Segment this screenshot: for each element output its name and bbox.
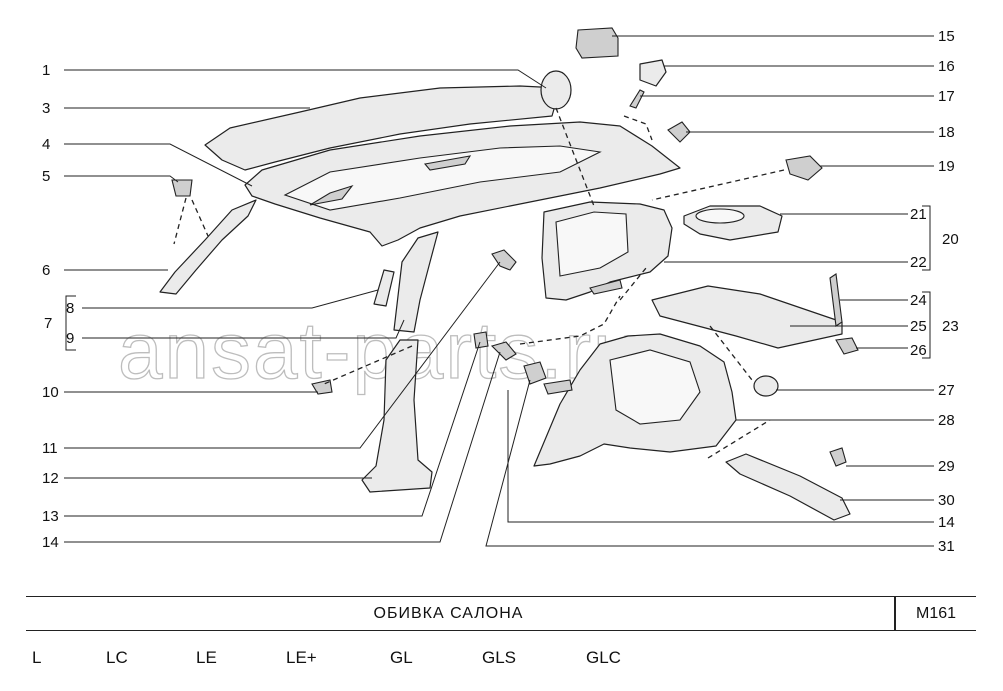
callout-22: 22 bbox=[910, 254, 927, 271]
callout-21: 21 bbox=[910, 206, 927, 223]
callout-14-left: 14 bbox=[42, 534, 59, 551]
fastener-11 bbox=[491, 249, 517, 271]
callout-30: 30 bbox=[938, 492, 955, 509]
clip-19 bbox=[785, 155, 823, 181]
trim-level-gls: GLS bbox=[482, 648, 517, 667]
diagram-code: М161 bbox=[915, 605, 957, 622]
dome-light-cover bbox=[540, 70, 572, 110]
cap-31 bbox=[523, 361, 547, 385]
trim-level-le: LE bbox=[196, 648, 217, 667]
callout-26: 26 bbox=[910, 342, 927, 359]
trim-strip-9 bbox=[393, 231, 439, 333]
parts-diagram: ansat-parts.ru bbox=[42, 27, 959, 555]
callout-1: 1 bbox=[42, 62, 50, 79]
sill-strip-30 bbox=[725, 453, 851, 521]
assembly-dashes bbox=[173, 107, 785, 459]
callout-25: 25 bbox=[910, 318, 927, 335]
fastener-13 bbox=[473, 331, 489, 349]
title-bar: ОБИВКА САЛОНА М161 bbox=[26, 596, 976, 631]
callout-9: 9 bbox=[66, 330, 74, 347]
fastener-26 bbox=[835, 337, 859, 355]
roof-headliner bbox=[204, 85, 681, 247]
front-pillar-trim bbox=[159, 199, 257, 295]
clip-5 bbox=[171, 179, 193, 197]
cap-27 bbox=[753, 375, 779, 397]
diagram-title: ОБИВКА САЛОНА bbox=[373, 605, 524, 622]
screw-10 bbox=[311, 379, 333, 395]
callout-31: 31 bbox=[938, 538, 955, 555]
callout-3: 3 bbox=[42, 100, 50, 117]
trim-level-l: L bbox=[32, 648, 42, 667]
trim-level-gl: GL bbox=[390, 648, 413, 667]
rear-quarter-upper-trim bbox=[541, 201, 673, 301]
callout-13: 13 bbox=[42, 508, 59, 525]
trim-strip-8 bbox=[373, 269, 395, 307]
callout-4: 4 bbox=[42, 136, 50, 153]
screw-29 bbox=[829, 447, 847, 467]
parcel-shelf bbox=[651, 285, 843, 349]
shelf-strap-24 bbox=[829, 273, 843, 327]
leader-lines bbox=[64, 35, 934, 547]
screw-14b bbox=[543, 379, 573, 395]
callout-24: 24 bbox=[910, 292, 927, 309]
tray-opening bbox=[695, 208, 745, 224]
callout-8: 8 bbox=[66, 300, 74, 317]
callout-11: 11 bbox=[42, 440, 58, 457]
trim-level-lc: LC bbox=[106, 648, 128, 667]
callout-27: 27 bbox=[938, 382, 955, 399]
callout-14-right: 14 bbox=[938, 514, 955, 531]
trim-level-le-plus: LE+ bbox=[286, 648, 317, 667]
trim-level-glc: GLC bbox=[586, 648, 621, 667]
callout-20: 20 bbox=[942, 231, 959, 248]
callout-6: 6 bbox=[42, 262, 50, 279]
foam-block-15 bbox=[575, 27, 619, 59]
callout-17: 17 bbox=[938, 88, 955, 105]
callout-23: 23 bbox=[942, 318, 959, 335]
rear-side-lower-trim bbox=[533, 333, 737, 467]
center-pillar-trim bbox=[361, 339, 433, 493]
callout-19: 19 bbox=[938, 158, 955, 175]
watermark: ansat-parts.ru bbox=[118, 306, 640, 395]
callout-18: 18 bbox=[938, 124, 955, 141]
screw-17 bbox=[629, 89, 645, 109]
callout-16: 16 bbox=[938, 58, 955, 75]
title-divider bbox=[894, 597, 896, 630]
hook-16 bbox=[639, 59, 667, 87]
callout-5: 5 bbox=[42, 168, 50, 185]
fastener-14a bbox=[490, 341, 517, 361]
callout-7: 7 bbox=[44, 315, 52, 332]
callout-15: 15 bbox=[938, 28, 955, 45]
callout-29: 29 bbox=[938, 458, 955, 475]
callout-10: 10 bbox=[42, 384, 59, 401]
callout-28: 28 bbox=[938, 412, 955, 429]
callout-12: 12 bbox=[42, 470, 59, 487]
